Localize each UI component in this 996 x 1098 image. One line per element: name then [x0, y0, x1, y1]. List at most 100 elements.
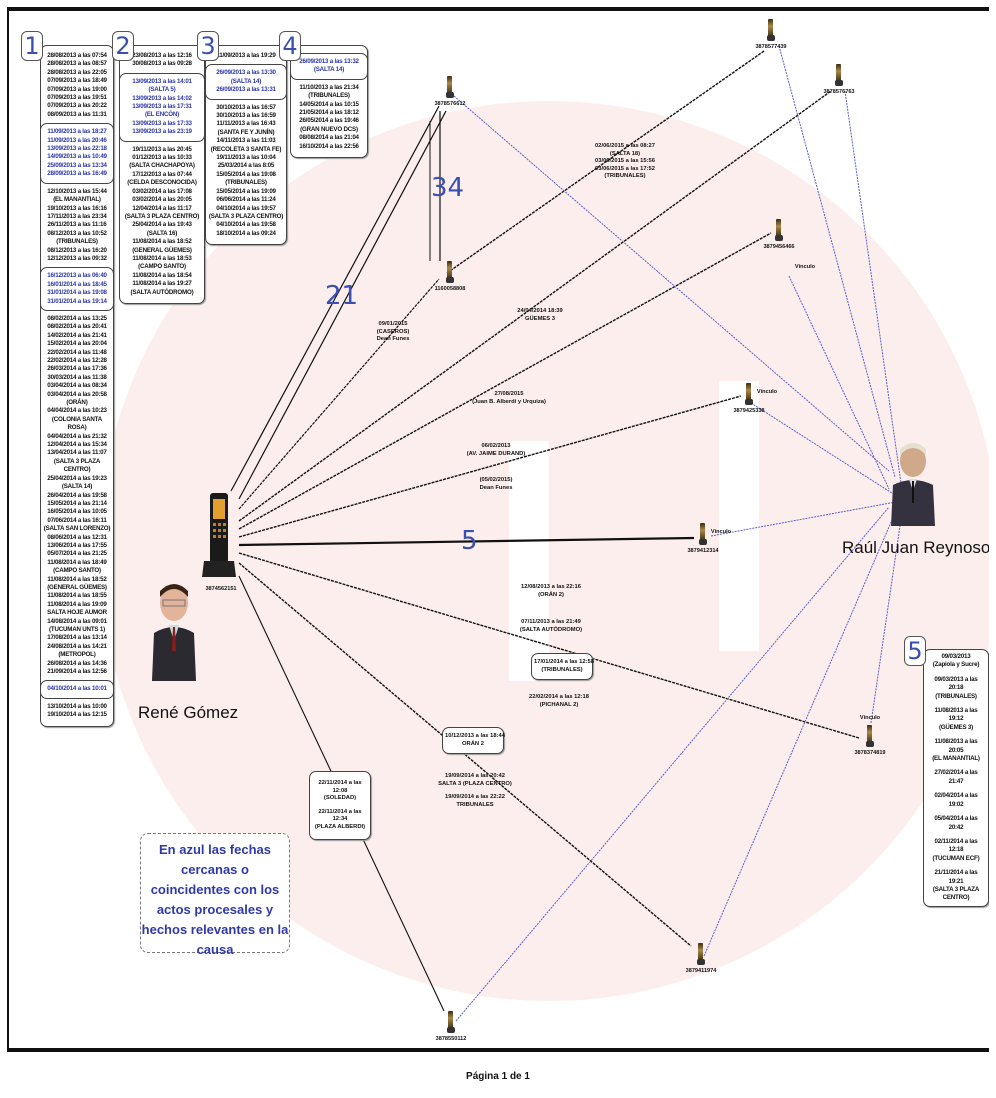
date-entry: 21/05/2014 a las 18:12: [299, 109, 359, 117]
phone-number-label: 3878374819: [854, 750, 886, 756]
date-entry: (GENERAL GÜEMES): [47, 583, 107, 591]
date-entry: (GENERAL GÜEMES): [132, 246, 192, 254]
date-entry: 12/04/2014 a las 15:34: [47, 441, 107, 449]
date-entry: 11/08/2014 a las 19:27: [132, 280, 192, 288]
date-entry: 20:05: [948, 746, 964, 754]
date-entry: (SALTA 14): [230, 77, 262, 85]
link-date-line: 12/08/2013 a las 22:16: [521, 584, 581, 590]
link-date-line: 06/02/2013: [481, 443, 511, 449]
date-entry: 20:42: [948, 823, 964, 831]
link-hub-p1-b: [238, 110, 447, 500]
link-date-line: (SALTA AUTÓDROMO): [519, 626, 583, 633]
date-entry: 13/10/2014 a las 10:00: [47, 702, 107, 710]
date-entry: 15/05/2014 a las 21:14: [47, 499, 107, 507]
date-entry: (TUCUMAN UNTS 1): [49, 626, 105, 633]
date-entry: 08/02/2014 a las 20:41: [47, 323, 107, 331]
date-entry: 26/03/2014 a las 17:36: [47, 365, 107, 373]
date-entry: 12/04/2014 a las 11:17: [132, 204, 192, 212]
date-entry: (SALTA AUTÓDROMO): [130, 288, 194, 296]
link-date-line: Dean Funes: [479, 484, 513, 491]
date-entry: (SALTA 5): [148, 86, 176, 94]
date-entry: 19/10/2013 a las 16:16: [47, 204, 107, 212]
link-reynoso-1: [778, 45, 896, 478]
date-entry: 15/05/2014 a las 19:08: [216, 170, 276, 178]
date-entry: 13/09/2013 a las 14:02: [132, 94, 192, 102]
date-entry: 14/02/2014 a las 21:41: [47, 331, 107, 339]
date-entry: 11/11/2013 a las 16:43: [216, 120, 276, 128]
date-entry: 07/06/2014 a las 16:11: [47, 516, 107, 524]
link-date-line: 22/11/2014 a las: [318, 780, 362, 786]
link-date-label: (05/02/2015)Dean Funes: [480, 477, 513, 492]
date-entry: 31/01/2014 a las 19:08: [47, 289, 107, 297]
phone-number-label: 3878550112: [435, 1036, 467, 1042]
link-hub-p6: [238, 395, 742, 538]
link-date-line: (AV. JAIME DURAND): [466, 450, 526, 457]
link-hub-p4: [238, 90, 832, 522]
date-entry: (COLONIA SANTA ROSA): [51, 415, 103, 432]
handset-icon: [835, 64, 843, 88]
handset-icon: [745, 383, 753, 407]
date-entry: 12/12/2013 a las 09:32: [47, 254, 107, 262]
link-date-line: (SOLEDAD): [323, 795, 357, 801]
date-entry: 28/09/2013 a las 16:49: [47, 170, 107, 178]
date-entry: 28/08/2013 a las 22:05: [47, 68, 107, 76]
link-date-line: (ORÁN 2): [538, 591, 564, 598]
link-date-line: (SALTA 18): [609, 150, 641, 157]
date-entry: 22/02/2014 a las 12:28: [47, 357, 107, 364]
link-date-line: (PICHANAL 2): [539, 701, 579, 708]
date-entry: 03/04/2014 a las 08:34: [47, 382, 107, 390]
date-entry: 27/02/2014 a las: [934, 769, 978, 777]
person-icon: [152, 584, 196, 681]
date-entry: 01/12/2013 a las 10:33: [132, 154, 192, 162]
handset-icon: [775, 219, 783, 243]
link-hub-p5: [238, 232, 772, 530]
link-date-line: ORÁN 2: [462, 740, 484, 747]
date-entry: (SALTA SAN LORENZO): [43, 525, 111, 533]
date-entry: (GÜEMES 3): [938, 723, 974, 731]
date-entry: 19/11/2013 a las 20:45: [132, 145, 192, 153]
date-entry: (SALTA 14): [313, 66, 345, 74]
date-entry: 11/08/2014 a las 18:53: [132, 254, 192, 262]
column-number-5: 5: [904, 636, 926, 666]
date-entry: 26/09/2013 a las 13:32: [299, 58, 359, 65]
date-entry: 13/06/2014 a las 17:55: [47, 541, 107, 549]
date-entry: 25/04/2014 a las 19:23: [47, 474, 107, 482]
phone-number-label: 1160058808: [434, 286, 466, 292]
phone-number-label: 3879425338: [733, 408, 765, 414]
link-date-line: 03/06/2015 a las 17:52: [595, 165, 655, 172]
link-date-label: 06/02/2013(AV. JAIME DURAND): [467, 443, 526, 458]
date-entry: 19/11/2013 a las 10:04: [216, 154, 276, 162]
date-entry: 08/12/2013 a las 16:20: [47, 246, 107, 254]
link-hub-p2: [238, 278, 440, 510]
date-entry: 04/10/2014 a las 19:58: [216, 221, 276, 229]
link-date-line: (TRIBUNALES): [541, 666, 583, 673]
phone-handset-icon: [202, 493, 236, 577]
date-entry: (RECOLETA 3 SANTA FE): [210, 145, 282, 153]
date-entry: 02/04/2014 a las: [934, 792, 978, 800]
date-entry: (CAMPO SANTO): [138, 263, 186, 271]
link-date-line: (TRIBUNALES): [604, 173, 646, 179]
link-date-label: 02/06/2015 a las 08:27(SALTA 18)03/06/20…: [595, 143, 655, 181]
date-entry: 07/09/2013 a las 19:00: [47, 85, 107, 93]
date-entry: (SALTA CHACHAPOYA): [129, 162, 195, 170]
date-entry: 21:47: [948, 777, 964, 785]
date-column-5: 09/03/2013(Zapiola y Sucre)09/03/2013 a …: [923, 649, 989, 907]
phone-number-label: 3878576612: [434, 101, 466, 107]
date-entry: 13/09/2013 a las 22:18: [47, 145, 107, 153]
date-entry: 15/05/2014 a las 19:09: [216, 187, 276, 195]
person-icon: [891, 443, 935, 526]
link-date-line: 02/06/2015 a las 08:27: [595, 143, 655, 149]
handset-icon: [767, 19, 775, 43]
date-entry: (SALTA 3 PLAZA CENTRO): [53, 457, 101, 474]
person-avatar-rene-gomez: [149, 581, 199, 681]
date-entry: 30/10/2013 a las 16:57: [216, 103, 276, 111]
date-entry: 07/09/2013 a las 19:51: [47, 94, 107, 102]
date-entry: 26/09/2013 a las 13:31: [216, 86, 276, 94]
link-date-line: 03/06/2015 a las 15:56: [595, 158, 655, 164]
